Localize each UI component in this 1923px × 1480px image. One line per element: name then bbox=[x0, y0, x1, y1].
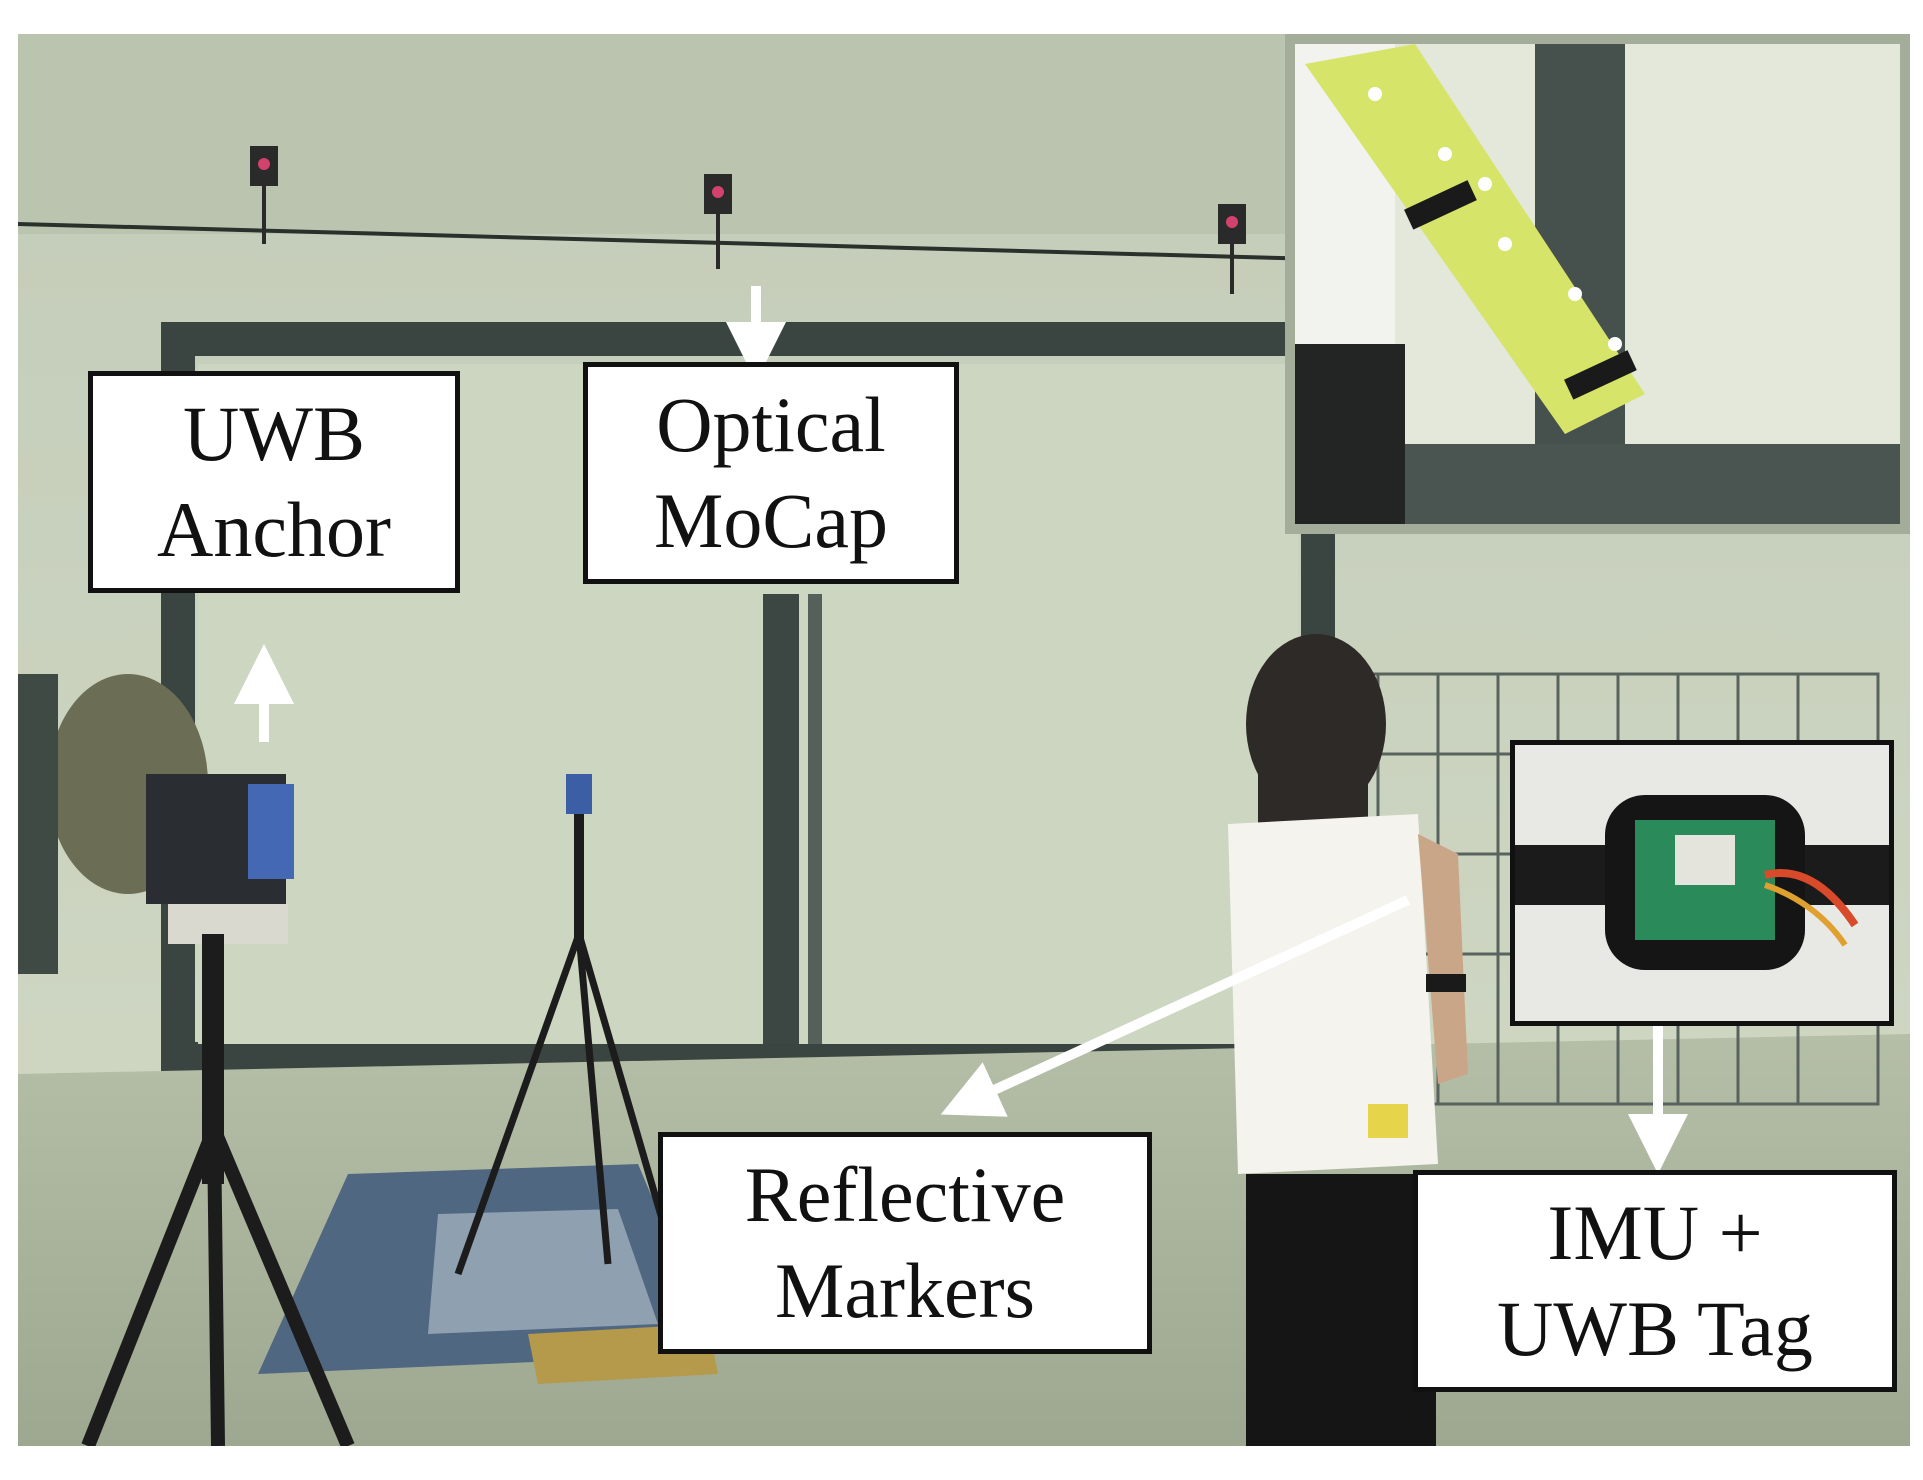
reflective-markers-label-line1: Reflective bbox=[744, 1151, 1066, 1238]
mocap-camera-1 bbox=[250, 146, 278, 244]
optical-mocap-label-line1: Optical bbox=[656, 381, 886, 468]
imu-inset-photo bbox=[1510, 740, 1894, 1026]
mocap-camera-2 bbox=[704, 174, 732, 269]
person bbox=[1228, 634, 1468, 1446]
optical-mocap-label: Optical MoCap bbox=[583, 362, 959, 584]
arm-inset-photo bbox=[1285, 34, 1910, 534]
door-center-post-2 bbox=[808, 594, 822, 1044]
ceiling-rail bbox=[18, 222, 1319, 261]
imu-inset-svg bbox=[1515, 745, 1889, 1021]
reflective-markers-label: Reflective Markers bbox=[658, 1132, 1152, 1354]
floor-mat-inner bbox=[428, 1209, 658, 1334]
mocap-camera-3 bbox=[1218, 204, 1246, 294]
uwb-anchor-label-line1: UWB bbox=[183, 390, 365, 477]
left-cabinet bbox=[18, 674, 58, 974]
arm-inset-svg bbox=[1295, 44, 1900, 524]
reflective-markers-label-line2: Markers bbox=[775, 1247, 1035, 1334]
optical-mocap-label-line2: MoCap bbox=[654, 477, 888, 564]
imu-uwb-tag-label-line1: IMU + bbox=[1547, 1189, 1763, 1276]
uwb-anchor-label-line2: Anchor bbox=[157, 486, 391, 573]
arrow-diagonal-icon bbox=[940, 895, 1411, 1117]
lab-photo: UWB Anchor Optical MoCap Reflective Mark… bbox=[18, 34, 1910, 1446]
imu-uwb-tag-label: IMU + UWB Tag bbox=[1413, 1170, 1897, 1392]
uwb-anchor-label: UWB Anchor bbox=[88, 371, 460, 593]
left-tripod bbox=[81, 774, 355, 1446]
door-center-post bbox=[763, 594, 799, 1044]
imu-uwb-tag-label-line2: UWB Tag bbox=[1497, 1285, 1813, 1372]
